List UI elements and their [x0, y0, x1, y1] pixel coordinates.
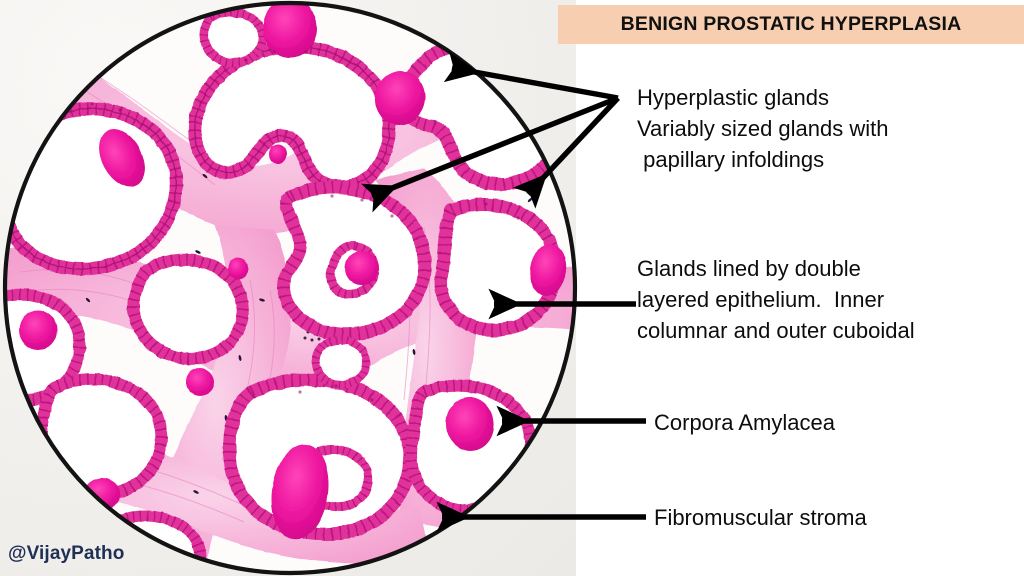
page-title: BENIGN PROSTATIC HYPERPLASIA: [620, 13, 962, 35]
title-banner: BENIGN PROSTATIC HYPERPLASIA: [558, 5, 1024, 44]
paper-grain-texture: [0, 0, 576, 576]
annotation-corpora-amylacea: Corpora Amylacea: [654, 410, 835, 435]
annotation-double-layered-epithelium: Glands lined by double layered epitheliu…: [637, 256, 915, 343]
annotation-hyperplastic-glands: Hyperplastic glands Variably sized gland…: [637, 85, 889, 172]
annotation-fibromuscular-stroma: Fibromuscular stroma: [654, 505, 867, 530]
watermark-handle: @VijayPatho: [8, 543, 125, 564]
microscope-photo-panel: [0, 0, 576, 576]
